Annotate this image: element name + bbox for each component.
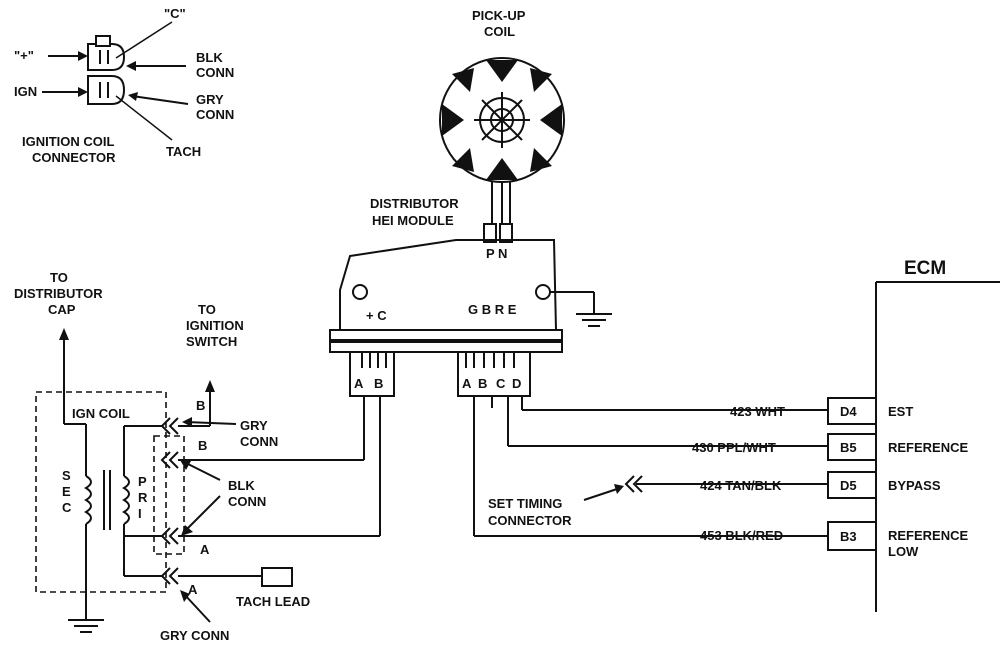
module-title-2: HEI MODULE — [372, 213, 454, 228]
ecm-pin-b5: B5 — [840, 440, 857, 455]
label-gry: GRY — [196, 92, 224, 107]
ecm-pin-d4: D4 — [840, 404, 857, 419]
sec-e: E — [62, 484, 71, 499]
module-plus-c: + C — [366, 308, 387, 323]
ecm-name-reference-low-2: LOW — [888, 544, 919, 559]
coil-connector-caption-1: IGNITION COIL — [22, 134, 115, 149]
module-pin2-b: B — [478, 376, 487, 391]
to-switch-1: TO — [198, 302, 216, 317]
to-cap-2: DISTRIBUTOR — [14, 286, 103, 301]
pri-i: I — [138, 506, 142, 521]
module-pin2-c: C — [496, 376, 506, 391]
module-pin-b: B — [374, 376, 383, 391]
pickup-label-1: PICK-UP — [472, 8, 526, 23]
set-timing-2: CONNECTOR — [488, 513, 572, 528]
wire-453: 453 BLK/RED — [700, 528, 783, 543]
label-ign: IGN — [14, 84, 37, 99]
pickup-coil: PICK-UP COIL — [439, 8, 565, 228]
wire-430: 430 PPL/WHT — [692, 440, 776, 455]
coil-connector-caption-2: CONNECTOR — [32, 150, 116, 165]
ignition-coil: TO DISTRIBUTOR CAP TO IGNITION SWITCH IG… — [14, 270, 381, 643]
module-title-1: DISTRIBUTOR — [370, 196, 459, 211]
label-blk-conn: CONN — [196, 65, 234, 80]
sec-s: S — [62, 468, 71, 483]
b-top: B — [196, 398, 205, 413]
tach-lead: TACH LEAD — [236, 594, 310, 609]
ecm-name-bypass: BYPASS — [888, 478, 941, 493]
ecm-title: ECM — [904, 258, 946, 279]
to-cap-1: TO — [50, 270, 68, 285]
module-pin2-a: A — [462, 376, 472, 391]
set-timing-1: SET TIMING — [488, 496, 562, 511]
ecm-pin-d5: D5 — [840, 478, 857, 493]
to-switch-3: SWITCH — [186, 334, 237, 349]
ecm: ECM D4 B5 D5 B3 EST REFERENCE BYPASS REF… — [827, 258, 1000, 612]
a-bottom: A — [188, 582, 198, 597]
ign-coil-label: IGN COIL — [72, 406, 130, 421]
ecm-name-est: EST — [888, 404, 913, 419]
gry-conn-1: GRY — [240, 418, 268, 433]
label-tach: TACH — [166, 144, 201, 159]
to-switch-2: IGNITION — [186, 318, 244, 333]
wire-424: 424 TAN/BLK — [700, 478, 782, 493]
pri-r: R — [138, 490, 148, 505]
module-gbre: G B R E — [468, 302, 517, 317]
ecm-wiring: 423 WHT 430 PPL/WHT 424 TAN/BLK SET TIMI… — [473, 396, 828, 543]
ecm-name-reference: REFERENCE — [888, 440, 969, 455]
module-pin-a: A — [354, 376, 364, 391]
ignition-coil-connector: "C" "+" IGN BLK CONN GRY CONN TACH IGNIT… — [14, 6, 234, 165]
module-pin2-d: D — [512, 376, 521, 391]
label-plus: "+" — [14, 48, 34, 63]
pri-p: P — [138, 474, 147, 489]
pickup-label-2: COIL — [484, 24, 515, 39]
wire-423: 423 WHT — [730, 404, 785, 419]
gry-conn-1b: CONN — [240, 434, 278, 449]
label-gry-conn: CONN — [196, 107, 234, 122]
gry-conn-bottom: GRY CONN — [160, 628, 229, 643]
blk-conn-1: BLK — [228, 478, 255, 493]
sec-c: C — [62, 500, 72, 515]
hei-module: DISTRIBUTOR HEI MODULE P N + C G B R E A… — [329, 196, 612, 397]
module-pn: P N — [486, 246, 507, 261]
ecm-pin-b3: B3 — [840, 529, 857, 544]
blk-conn-1b: CONN — [228, 494, 266, 509]
to-cap-3: CAP — [48, 302, 76, 317]
ecm-name-reference-low-1: REFERENCE — [888, 528, 969, 543]
chevron-connectors — [160, 417, 179, 585]
b-mid: B — [198, 438, 207, 453]
label-blk: BLK — [196, 50, 223, 65]
label-c: "C" — [164, 6, 186, 21]
a-low: A — [200, 542, 210, 557]
